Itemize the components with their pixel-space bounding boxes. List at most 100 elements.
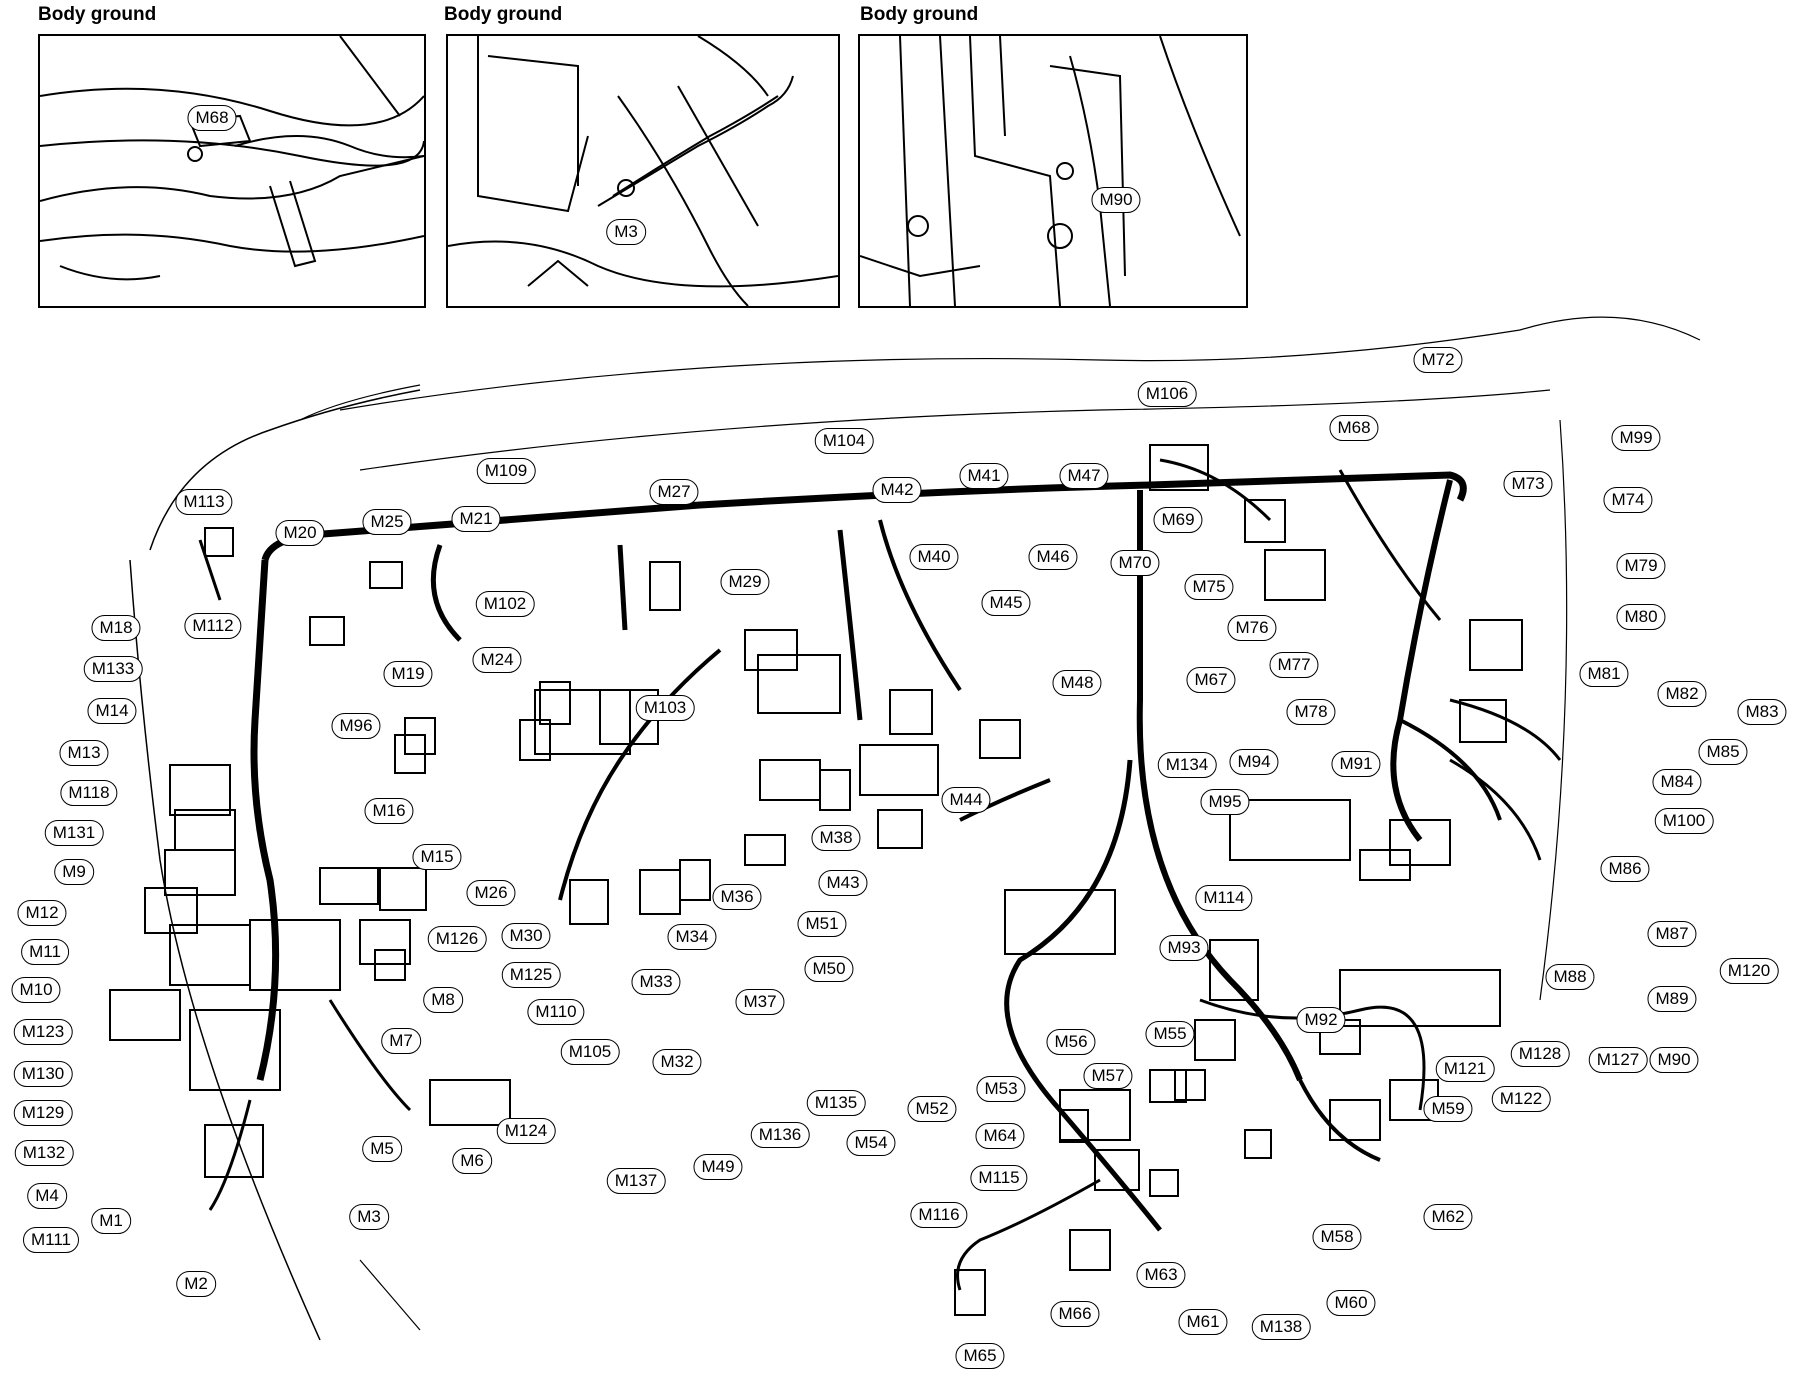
connector-label-m51: M51 — [797, 911, 847, 937]
connector-label-m100: M100 — [1654, 808, 1714, 834]
connector-label-m1: M1 — [91, 1208, 131, 1234]
connector-label-m33: M33 — [631, 969, 681, 995]
connector-label-m58: M58 — [1312, 1224, 1362, 1250]
connector-label-m85: M85 — [1698, 739, 1748, 765]
connector-label-m15: M15 — [412, 844, 462, 870]
connector-label-m128: M128 — [1510, 1041, 1570, 1067]
connector-label-m76: M76 — [1227, 615, 1277, 641]
connector-label-m9: M9 — [54, 859, 94, 885]
connector-label-m122: M122 — [1491, 1086, 1551, 1112]
connector-label-m91: M91 — [1331, 751, 1381, 777]
connector-label-m136: M136 — [750, 1122, 810, 1148]
connector-label-m11: M11 — [21, 939, 69, 965]
connector-label-m137: M137 — [606, 1168, 666, 1194]
connector-label-m47: M47 — [1059, 463, 1109, 489]
connector-label-m25: M25 — [362, 509, 412, 535]
connector-label-m40: M40 — [909, 544, 959, 570]
connector-label-m126: M126 — [427, 926, 487, 952]
connector-label-m124: M124 — [496, 1118, 556, 1144]
connector-label-m34: M34 — [667, 924, 717, 950]
connector-label-m93: M93 — [1159, 935, 1209, 961]
connector-label-m13: M13 — [59, 740, 109, 766]
connector-label-m5: M5 — [362, 1136, 402, 1162]
connector-label-m69: M69 — [1153, 507, 1203, 533]
connector-label-m86: M86 — [1600, 856, 1650, 882]
connector-label-m123: M123 — [13, 1019, 73, 1045]
connector-label-m52: M52 — [907, 1096, 957, 1122]
connector-label-m103: M103 — [635, 695, 695, 721]
connector-label-m133: M133 — [83, 656, 143, 682]
connector-label-m135: M135 — [806, 1090, 866, 1116]
connector-label-m75: M75 — [1184, 574, 1234, 600]
connector-label-m138: M138 — [1251, 1314, 1311, 1340]
inset-1-title: Body ground — [38, 4, 157, 25]
connector-label-m83: M83 — [1737, 699, 1787, 725]
connector-label-m116: M116 — [910, 1202, 968, 1228]
connector-label-m16: M16 — [364, 798, 414, 824]
connector-label-m21: M21 — [451, 506, 501, 532]
connector-label-m121: M121 — [1435, 1056, 1495, 1082]
connector-label-m95: M95 — [1200, 789, 1250, 815]
connector-label-m59: M59 — [1423, 1096, 1473, 1122]
connector-label-m10: M10 — [11, 977, 61, 1003]
connector-label-m54: M54 — [846, 1130, 896, 1156]
connector-label-m55: M55 — [1145, 1021, 1195, 1047]
connector-label-m12: M12 — [17, 900, 67, 926]
connector-label-m114: M114 — [1195, 885, 1253, 911]
connector-label-m111: M111 — [22, 1227, 80, 1253]
connector-label-m43: M43 — [818, 870, 868, 896]
connector-label-m36: M36 — [712, 884, 762, 910]
connector-label-m63: M63 — [1136, 1262, 1186, 1288]
connector-label-m60: M60 — [1326, 1290, 1376, 1316]
connector-label-m130: M130 — [13, 1061, 73, 1087]
connector-label-m48: M48 — [1052, 670, 1102, 696]
inset-3-title: Body ground — [860, 4, 979, 25]
connector-label-m18: M18 — [91, 615, 141, 641]
connector-label-m125: M125 — [501, 962, 561, 988]
connector-label-m65: M65 — [955, 1343, 1005, 1369]
connector-label-m72: M72 — [1413, 347, 1463, 373]
inset-3-body-ground-m90: M90 — [858, 34, 1248, 308]
connector-label-m53: M53 — [976, 1076, 1026, 1102]
connector-label-m104: M104 — [814, 428, 874, 454]
connector-label-m14: M14 — [87, 698, 137, 724]
connector-label-m37: M37 — [735, 989, 785, 1015]
connector-label-m134: M134 — [1157, 752, 1217, 778]
connector-label-m120: M120 — [1719, 958, 1779, 984]
connector-label-m20: M20 — [275, 520, 325, 546]
connector-label-m82: M82 — [1657, 681, 1707, 707]
connector-label-m46: M46 — [1028, 544, 1078, 570]
connector-label-m106: M106 — [1137, 381, 1197, 407]
connector-label-m99: M99 — [1611, 425, 1661, 451]
connector-label-m115: M115 — [970, 1165, 1028, 1191]
connector-label-m41: M41 — [959, 463, 1009, 489]
connector-label-m92: M92 — [1296, 1007, 1346, 1033]
connector-label-m73: M73 — [1503, 471, 1553, 497]
connector-label-m118: M118 — [60, 780, 118, 806]
connector-label-m66: M66 — [1050, 1301, 1100, 1327]
connector-label-m26: M26 — [466, 880, 516, 906]
connector-label-m74: M74 — [1603, 487, 1653, 513]
connector-label-m32: M32 — [652, 1049, 702, 1075]
connector-label-m8: M8 — [423, 987, 463, 1013]
connector-label-m87: M87 — [1647, 921, 1697, 947]
connector-label-m50: M50 — [804, 956, 854, 982]
connector-label-m57: M57 — [1083, 1063, 1133, 1089]
connector-label-m64: M64 — [975, 1123, 1025, 1149]
connector-label-m96: M96 — [331, 713, 381, 739]
connector-label-m84: M84 — [1652, 769, 1702, 795]
connector-label-m80: M80 — [1616, 604, 1666, 630]
connector-label-m105: M105 — [560, 1039, 620, 1065]
connector-label-m7: M7 — [381, 1028, 421, 1054]
connector-label-m49: M49 — [693, 1154, 743, 1180]
inset-1-body-ground-m68: M68 — [38, 34, 426, 308]
connector-label-m2: M2 — [176, 1271, 216, 1297]
connector-label-m24: M24 — [472, 647, 522, 673]
connector-label-m79: M79 — [1616, 553, 1666, 579]
connector-label-m132: M132 — [14, 1140, 74, 1166]
connector-label-m129: M129 — [13, 1100, 73, 1126]
inset-1-connector-label: M68 — [187, 105, 237, 131]
connector-label-m112: M112 — [184, 613, 242, 639]
connector-label-m110: M110 — [527, 999, 585, 1025]
